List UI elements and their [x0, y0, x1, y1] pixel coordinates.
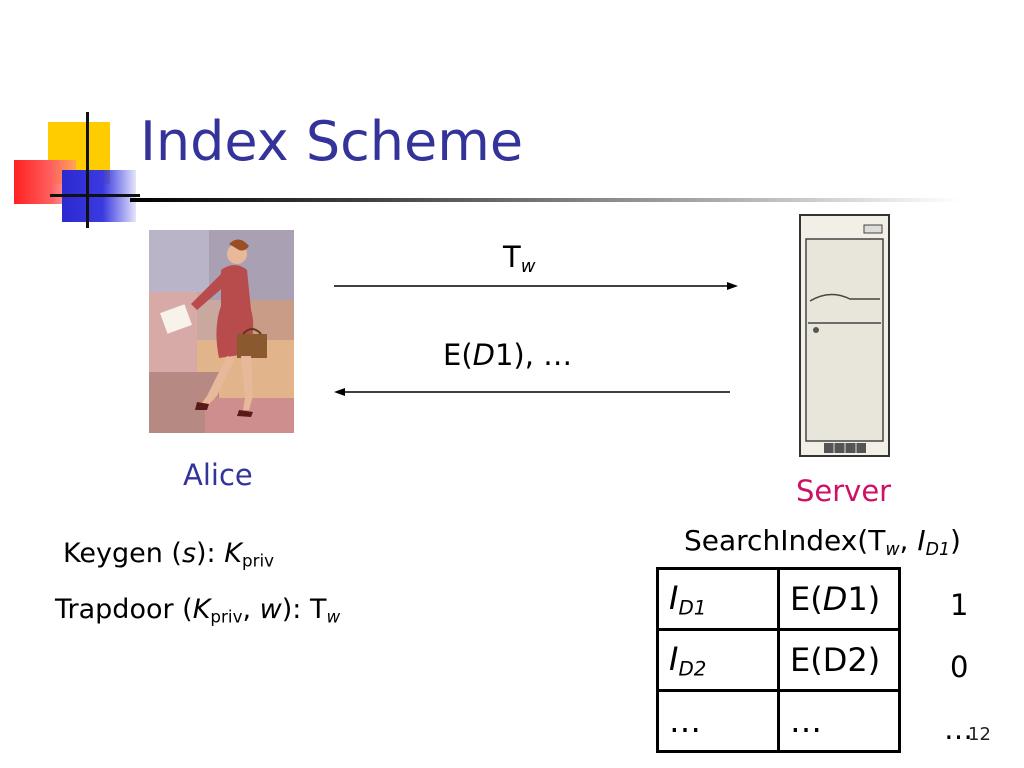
index-id-sub: D1: [678, 596, 707, 620]
encrypted-doc-cell: E(D2): [777, 628, 901, 692]
keygen-output: K: [224, 538, 242, 569]
trapdoor-output-sub: w: [326, 606, 341, 627]
trapdoor-arg1-sub: priv: [210, 606, 243, 627]
server-icon: [799, 214, 890, 457]
trapdoor-message: Tw: [503, 240, 535, 277]
logo-horizontal-line: [50, 194, 140, 197]
server-label: Server: [796, 474, 892, 508]
index-table: ID1 E(D1) ID2 E(D2) … …: [656, 567, 901, 753]
search-suffix: ): [950, 524, 961, 557]
encrypted-doc-cell: E(D1): [777, 567, 901, 631]
logo-vertical-line: [86, 112, 89, 228]
keygen-arg: s: [181, 538, 197, 569]
search-id-sub: D1: [925, 539, 951, 560]
response-prefix: E(: [443, 338, 473, 372]
index-id-sub: D2: [678, 657, 707, 681]
response-var: D: [472, 338, 495, 372]
encrypted-doc-cell: …: [777, 689, 901, 753]
trapdoor-mid: ):: [281, 594, 310, 625]
title-underline: [130, 198, 960, 202]
match-bit: 1: [950, 588, 969, 622]
search-sep: ,: [899, 524, 918, 557]
match-bit: 0: [950, 650, 969, 684]
index-id-cell: …: [656, 689, 780, 753]
trapdoor-message-sub: w: [520, 256, 536, 278]
table-row: … …: [656, 689, 901, 753]
response-arrow: [334, 388, 730, 396]
slide-title: Index Scheme: [140, 110, 524, 173]
keygen-mid: ):: [196, 538, 225, 569]
response-suffix: 1), …: [494, 338, 573, 372]
search-prefix: SearchIndex(T: [684, 524, 886, 557]
keygen-definition: Keygen (s): Kpriv: [63, 538, 274, 571]
trapdoor-prefix: Trapdoor (: [55, 594, 193, 625]
trapdoor-arg2: w: [259, 594, 282, 625]
trapdoor-output: T: [309, 594, 327, 625]
table-row: ID1 E(D1): [656, 567, 901, 631]
match-bit: …: [944, 712, 973, 746]
index-id-cell: ID2: [656, 628, 780, 692]
enc-suffix: 1): [847, 580, 881, 618]
table-row: ID2 E(D2): [656, 628, 901, 692]
trapdoor-definition: Trapdoor (Kpriv, w): Tw: [55, 594, 340, 627]
keygen-prefix: Keygen (: [63, 538, 182, 569]
index-id-cell: ID1: [656, 567, 780, 631]
trapdoor-message-main: T: [503, 240, 521, 274]
keygen-output-sub: priv: [241, 550, 275, 571]
search-sub1: w: [885, 539, 900, 560]
alice-icon: [149, 230, 294, 433]
alice-label: Alice: [183, 458, 253, 492]
search-id: I: [917, 524, 926, 557]
request-arrow: [334, 282, 738, 290]
enc-prefix: E(: [790, 580, 823, 618]
search-index-caption: SearchIndex(Tw, ID1): [684, 524, 961, 560]
index-id: I: [669, 578, 679, 617]
response-message: E(D1), …: [443, 338, 572, 372]
trapdoor-sep: ,: [242, 594, 260, 625]
page-number: 12: [968, 724, 991, 745]
trapdoor-arg1: K: [192, 594, 211, 625]
index-id: I: [669, 639, 679, 678]
enc-var: D: [822, 580, 848, 618]
